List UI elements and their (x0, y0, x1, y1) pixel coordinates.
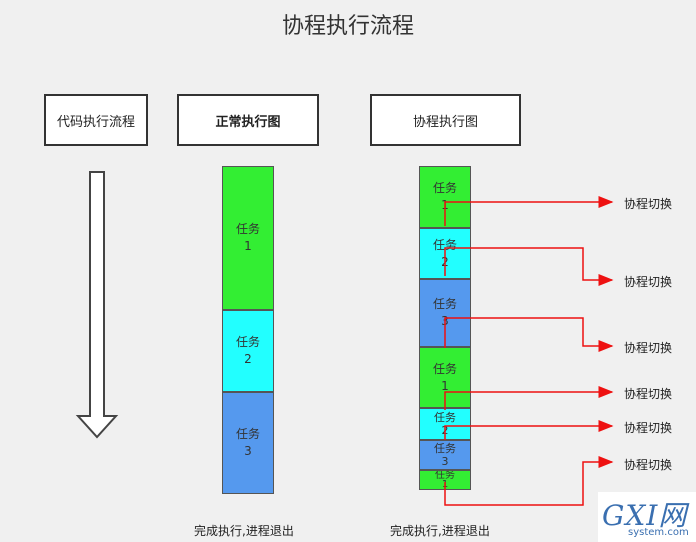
page-title: 协程执行流程 (281, 14, 414, 39)
flow-down-arrow-icon (75, 171, 119, 439)
segment-label: 任务 (432, 181, 457, 195)
switch-connector-1 (444, 196, 614, 226)
watermark-sub: system.com (628, 527, 689, 538)
normal-task-segment: 任务 1 (222, 166, 274, 310)
switch-connector-4 (444, 386, 614, 410)
switch-label: 协程切换 (624, 421, 673, 435)
footer-coroutine: 完成执行,进程退出 (390, 524, 490, 538)
watermark-logo: GXI网 system.com (598, 492, 696, 542)
segment-number: 3 (441, 455, 449, 468)
segment-label: 任务 (434, 442, 456, 455)
segment-number: 1 (244, 239, 252, 253)
watermark-main: GXI网 (602, 499, 688, 532)
segment-label: 任务 (235, 335, 260, 349)
switch-label: 协程切换 (624, 197, 673, 211)
switch-label: 协程切换 (624, 275, 673, 289)
normal-task-segment: 任务 3 (222, 392, 274, 494)
coroutine-task-segment: 任务 3 (419, 440, 471, 470)
segment-label: 任务 (235, 427, 260, 441)
normal-task-segment: 任务 2 (222, 310, 274, 392)
segment-label: 任务 (434, 411, 456, 424)
switch-label: 协程切换 (624, 341, 673, 355)
switch-connector-6 (444, 456, 614, 506)
switch-connector-5 (444, 420, 614, 440)
segment-label: 任务 (235, 222, 260, 236)
segment-label: 任务 (435, 470, 455, 481)
switch-label: 协程切换 (624, 387, 673, 401)
segment-number: 1 (441, 378, 449, 393)
switch-connector-3 (444, 317, 614, 352)
segment-label: 任务 (432, 297, 457, 311)
segment-number: 3 (244, 444, 252, 458)
header-coroutine: 协程执行图 (370, 94, 521, 146)
header-normal: 正常执行图 (177, 94, 319, 146)
switch-label: 协程切换 (624, 458, 673, 472)
normal-task-column: 任务 1 任务 2 任务 3 (222, 166, 274, 494)
header-code-flow: 代码执行流程 (44, 94, 148, 146)
footer-normal: 完成执行,进程退出 (194, 524, 294, 538)
switch-connector-2 (444, 247, 614, 286)
segment-number: 2 (244, 352, 252, 366)
segment-label: 任务 (432, 361, 457, 376)
